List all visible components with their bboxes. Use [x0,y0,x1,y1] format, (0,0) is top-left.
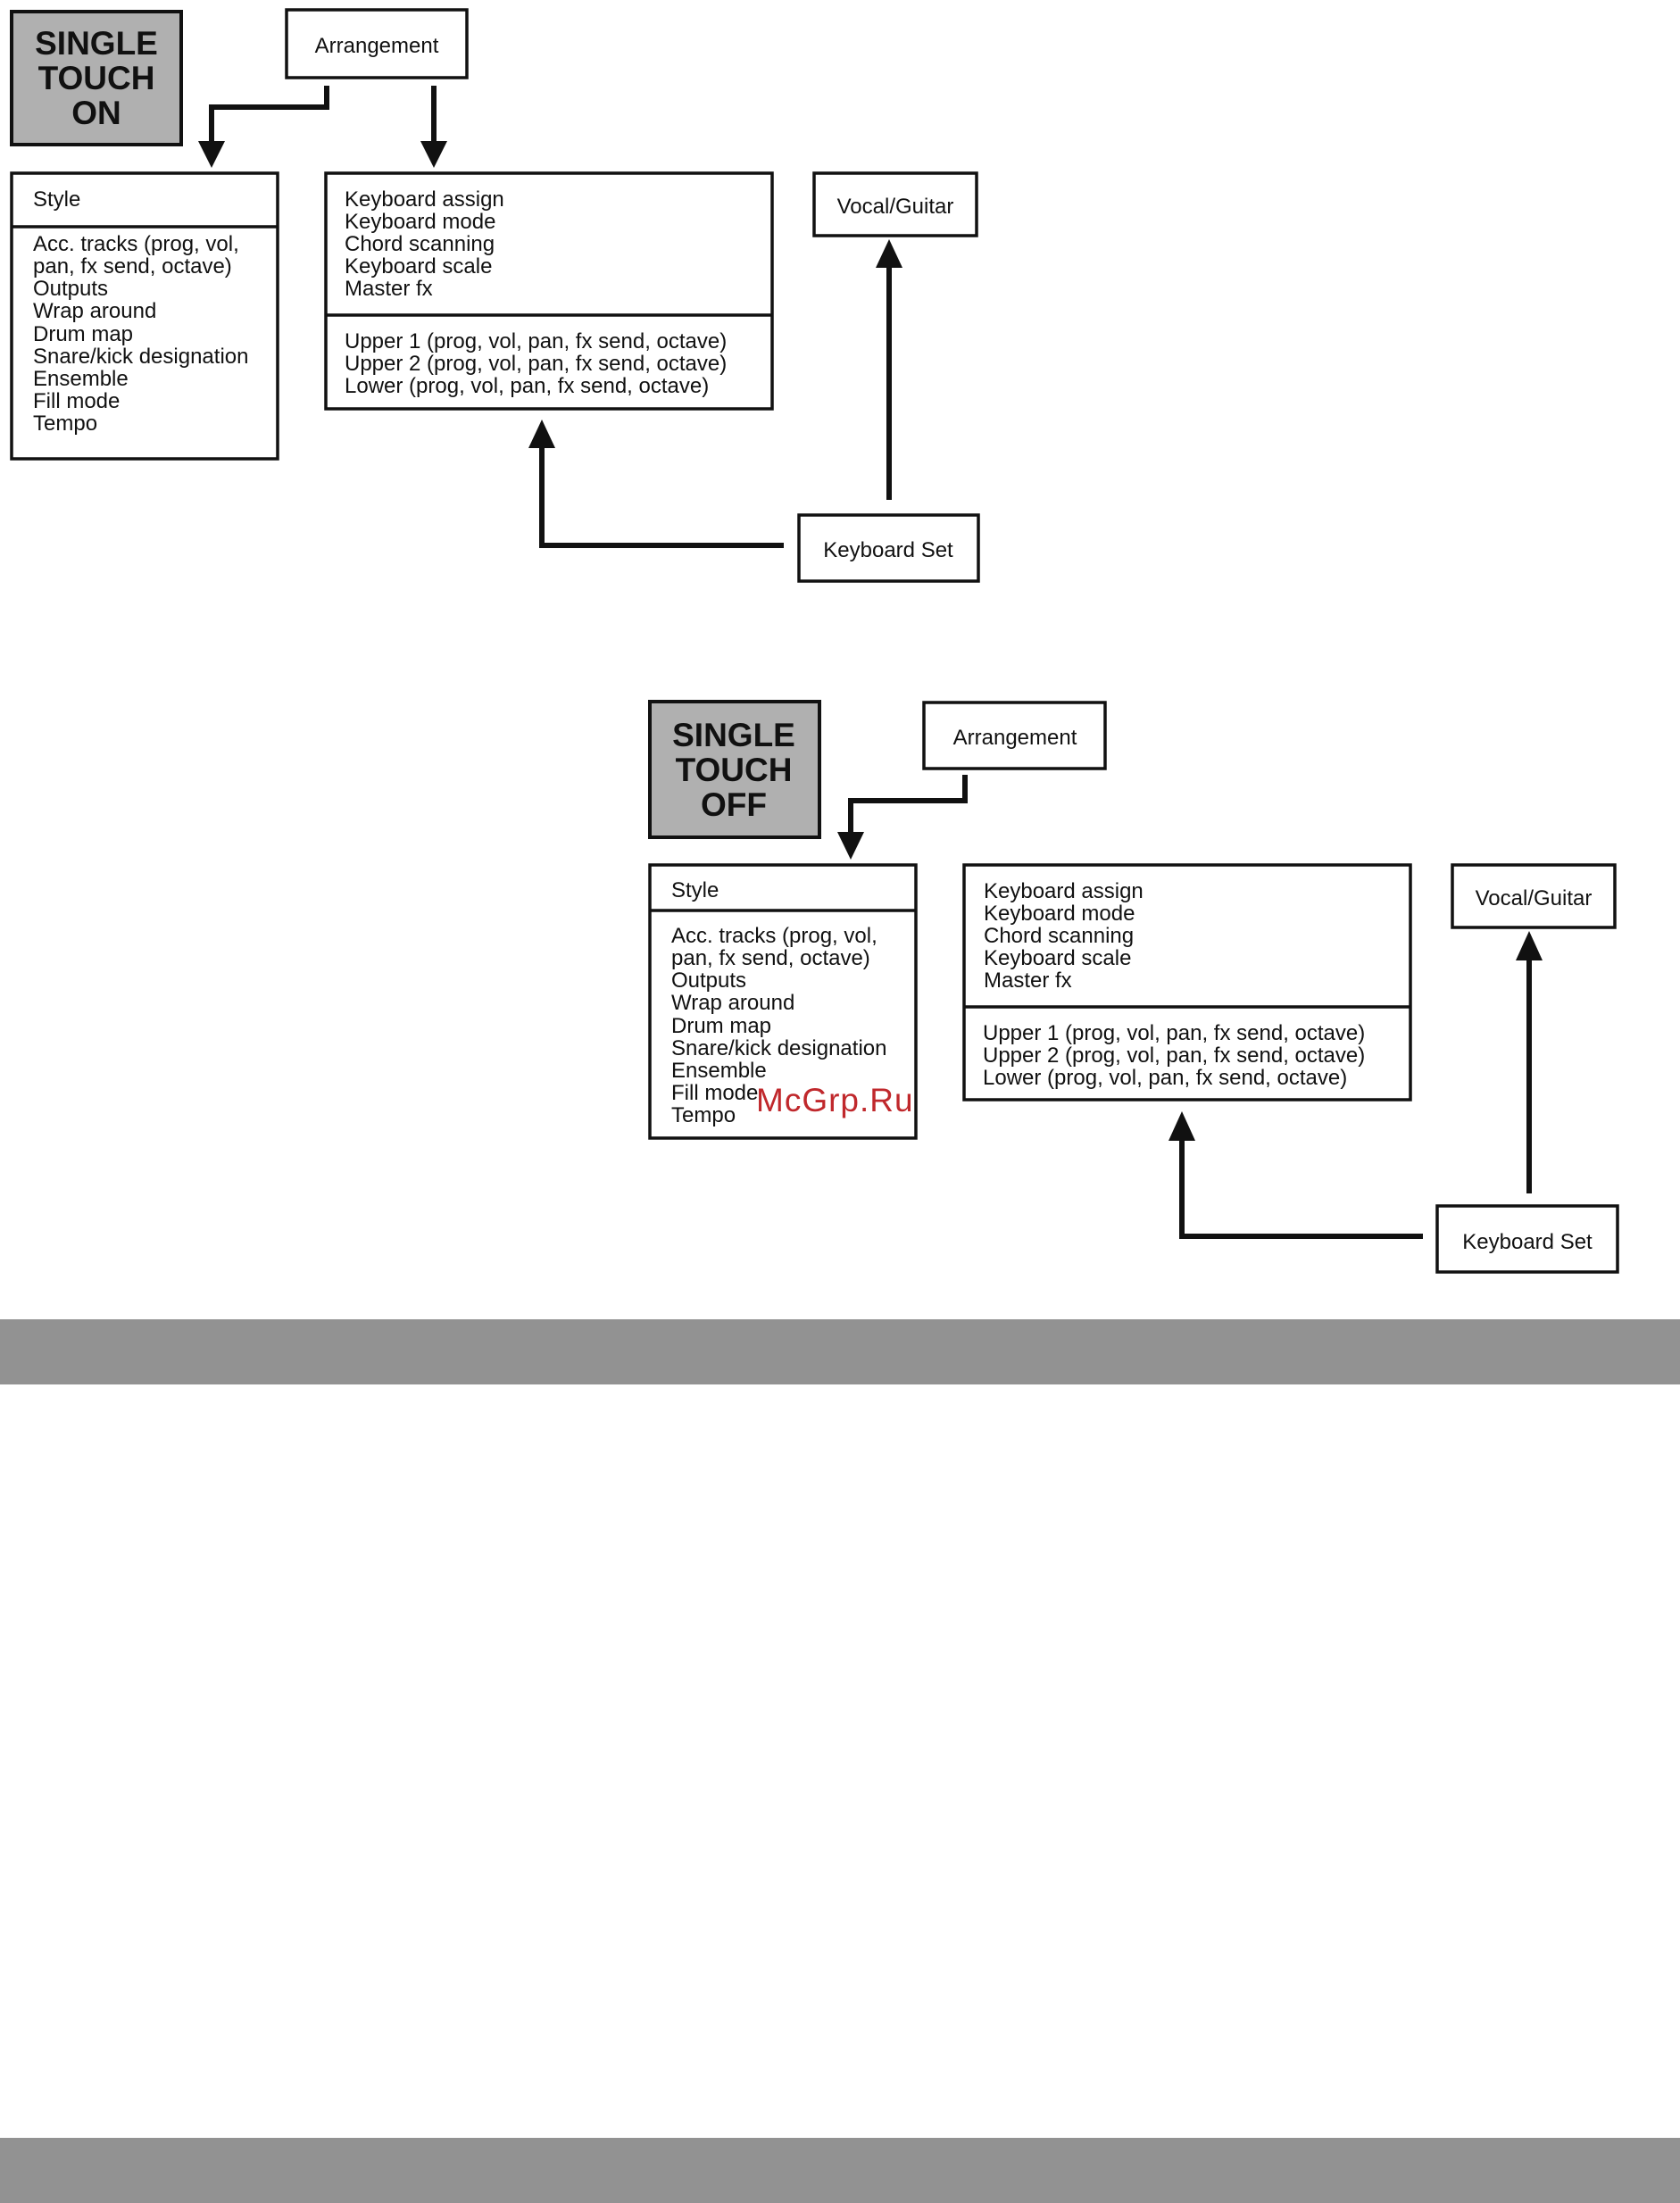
vocal-guitar-box: Vocal/Guitar [812,171,978,237]
arrangement-box: Arrangement [922,701,1107,770]
keyboard-box: Keyboard assign Keyboard mode Chord scan… [962,863,1412,1102]
arrowhead-down [198,141,225,168]
vocal-guitar-box: Vocal/Guitar [1451,863,1617,929]
style-item: Outputs [33,277,108,301]
keyboard-box: Keyboard assign Keyboard mode Chord scan… [324,171,774,411]
state-box-off: SINGLE TOUCH OFF [648,700,821,839]
keyboard-item: Keyboard scale [984,946,1131,970]
state-box-on: SINGLE TOUCH ON [10,10,183,146]
style-item: Fill mode [671,1081,758,1105]
style-item: pan, fx send, octave) [671,946,870,970]
state-line-2: TOUCH [38,60,155,96]
keyboard-item: Master fx [984,968,1072,993]
diagram-single-touch-off: SINGLE TOUCH OFF Arrangement Style Acc. … [648,700,1619,1274]
vocal-guitar-label: Vocal/Guitar [837,195,954,219]
keyboard-item: Chord scanning [984,924,1134,948]
keyboard-item: Keyboard scale [345,254,492,278]
arrowhead-up [528,420,555,448]
keyboard-set-box: Keyboard Set [797,513,980,583]
gray-band-middle [0,1319,1680,1384]
style-item: Tempo [33,412,97,436]
style-item: Ensemble [671,1059,767,1083]
arrowhead-up [1169,1111,1195,1141]
state-line-3: ON [71,95,121,131]
style-box: Style Acc. tracks (prog, vol, pan, fx se… [648,863,918,1140]
keyboard-item: Master fx [345,277,433,301]
keyboard-item: Keyboard mode [984,902,1135,926]
state-line-2: TOUCH [676,752,793,788]
arrows-on [198,86,902,548]
track-item: Upper 2 (prog, vol, pan, fx send, octave… [345,352,727,376]
track-item: Upper 1 (prog, vol, pan, fx send, octave… [345,329,727,353]
gray-band-bottom [0,2138,1680,2203]
keyboard-set-label: Keyboard Set [1462,1230,1593,1254]
state-line-1: SINGLE [672,717,795,753]
vocal-guitar-label: Vocal/Guitar [1476,886,1593,910]
style-header: Style [33,187,80,212]
track-item: Lower (prog, vol, pan, fx send, octave) [983,1066,1347,1090]
track-item: Lower (prog, vol, pan, fx send, octave) [345,374,709,398]
arrangement-box: Arrangement [285,8,469,79]
style-item: pan, fx send, octave) [33,254,232,278]
style-item: Acc. tracks (prog, vol, [33,232,239,256]
arrow-arrangement-to-style [209,86,329,143]
arrowhead-up [876,239,902,268]
style-item: Acc. tracks (prog, vol, [671,924,877,948]
keyboard-item: Keyboard assign [345,187,504,212]
arrowhead-down [420,141,447,168]
arrangement-label: Arrangement [315,34,439,58]
style-item: Snare/kick designation [33,345,248,369]
arrows-off [837,775,1543,1239]
track-item: Upper 1 (prog, vol, pan, fx send, octave… [983,1021,1365,1045]
keyboard-set-box: Keyboard Set [1435,1204,1619,1274]
state-line-3: OFF [701,786,767,823]
style-item: Fill mode [33,389,120,413]
style-item: Ensemble [33,367,129,391]
style-item: Snare/kick designation [671,1036,886,1060]
style-item: Tempo [671,1103,736,1127]
arrowhead-up [1516,931,1543,960]
keyboard-item: Keyboard assign [984,879,1144,903]
arrow-keyboardset-to-keyboard [539,446,784,548]
arrowhead-down [837,832,864,860]
style-item: Wrap around [33,299,156,323]
arrow-keyboardset-to-keyboard [1179,1139,1423,1239]
style-header: Style [671,878,719,902]
style-item: Outputs [671,968,746,993]
keyboard-set-label: Keyboard Set [823,538,953,562]
keyboard-item: Chord scanning [345,232,495,256]
keyboard-item: Keyboard mode [345,210,495,234]
arrangement-label: Arrangement [953,726,1077,750]
style-box: Style Acc. tracks (prog, vol, pan, fx se… [10,171,279,461]
style-item: Drum map [33,322,133,346]
track-item: Upper 2 (prog, vol, pan, fx send, octave… [983,1043,1365,1068]
style-item: Wrap around [671,991,794,1015]
arrow-arrangement-to-style [848,775,968,834]
style-item: Drum map [671,1014,771,1038]
state-line-1: SINGLE [35,25,158,62]
watermark-text: McGrp.Ru [756,1082,914,1118]
diagram-single-touch-on: SINGLE TOUCH ON Arrangement Style Acc. t… [10,8,980,583]
